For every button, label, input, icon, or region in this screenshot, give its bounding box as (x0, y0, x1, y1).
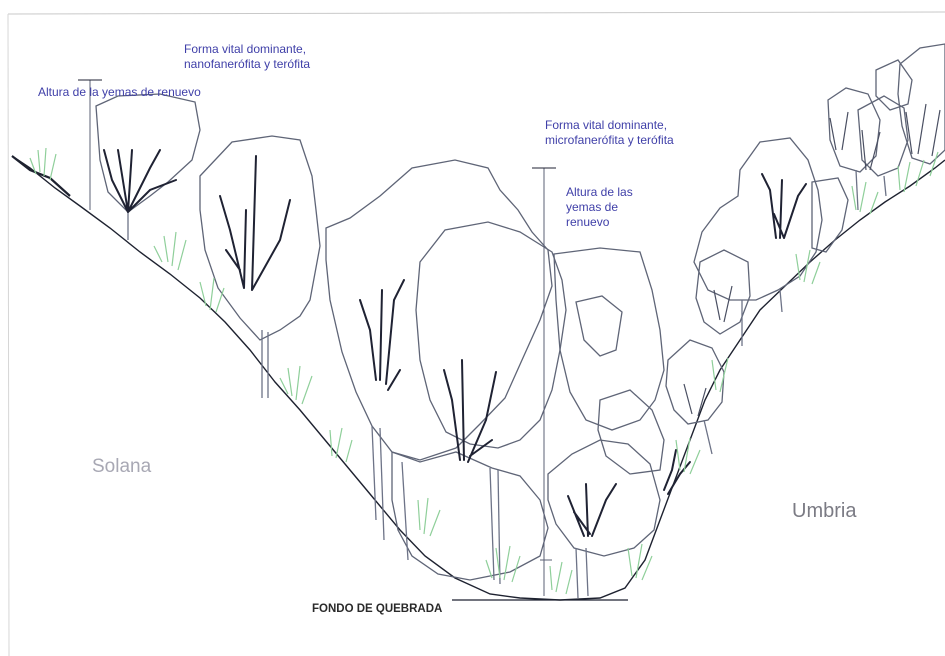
solana-label: Solana (92, 455, 151, 479)
left-life-form-label: Forma vital dominante, nanofanerófita y … (184, 42, 310, 72)
valley-floor-label: FONDO DE QUEBRADA (312, 602, 442, 616)
right-life-form-label: Forma vital dominante, microfanerófita y… (545, 118, 674, 148)
left-bud-height-label: Altura de la yemas de renuevo (38, 85, 201, 100)
right-bud-height-line-2: yemas de (566, 200, 633, 215)
left-life-form-line-1: Forma vital dominante, (184, 42, 310, 57)
left-life-form-line-2: nanofanerófita y terófita (184, 57, 310, 72)
right-life-form-line-1: Forma vital dominante, (545, 118, 674, 133)
right-bud-height-line-3: renuevo (566, 215, 633, 230)
umbria-label: Umbria (792, 499, 856, 524)
right-bud-height-label: Altura de las yemas de renuevo (566, 185, 633, 230)
right-life-form-line-2: microfanerófita y terófita (545, 133, 674, 148)
right-bud-height-line-1: Altura de las (566, 185, 633, 200)
